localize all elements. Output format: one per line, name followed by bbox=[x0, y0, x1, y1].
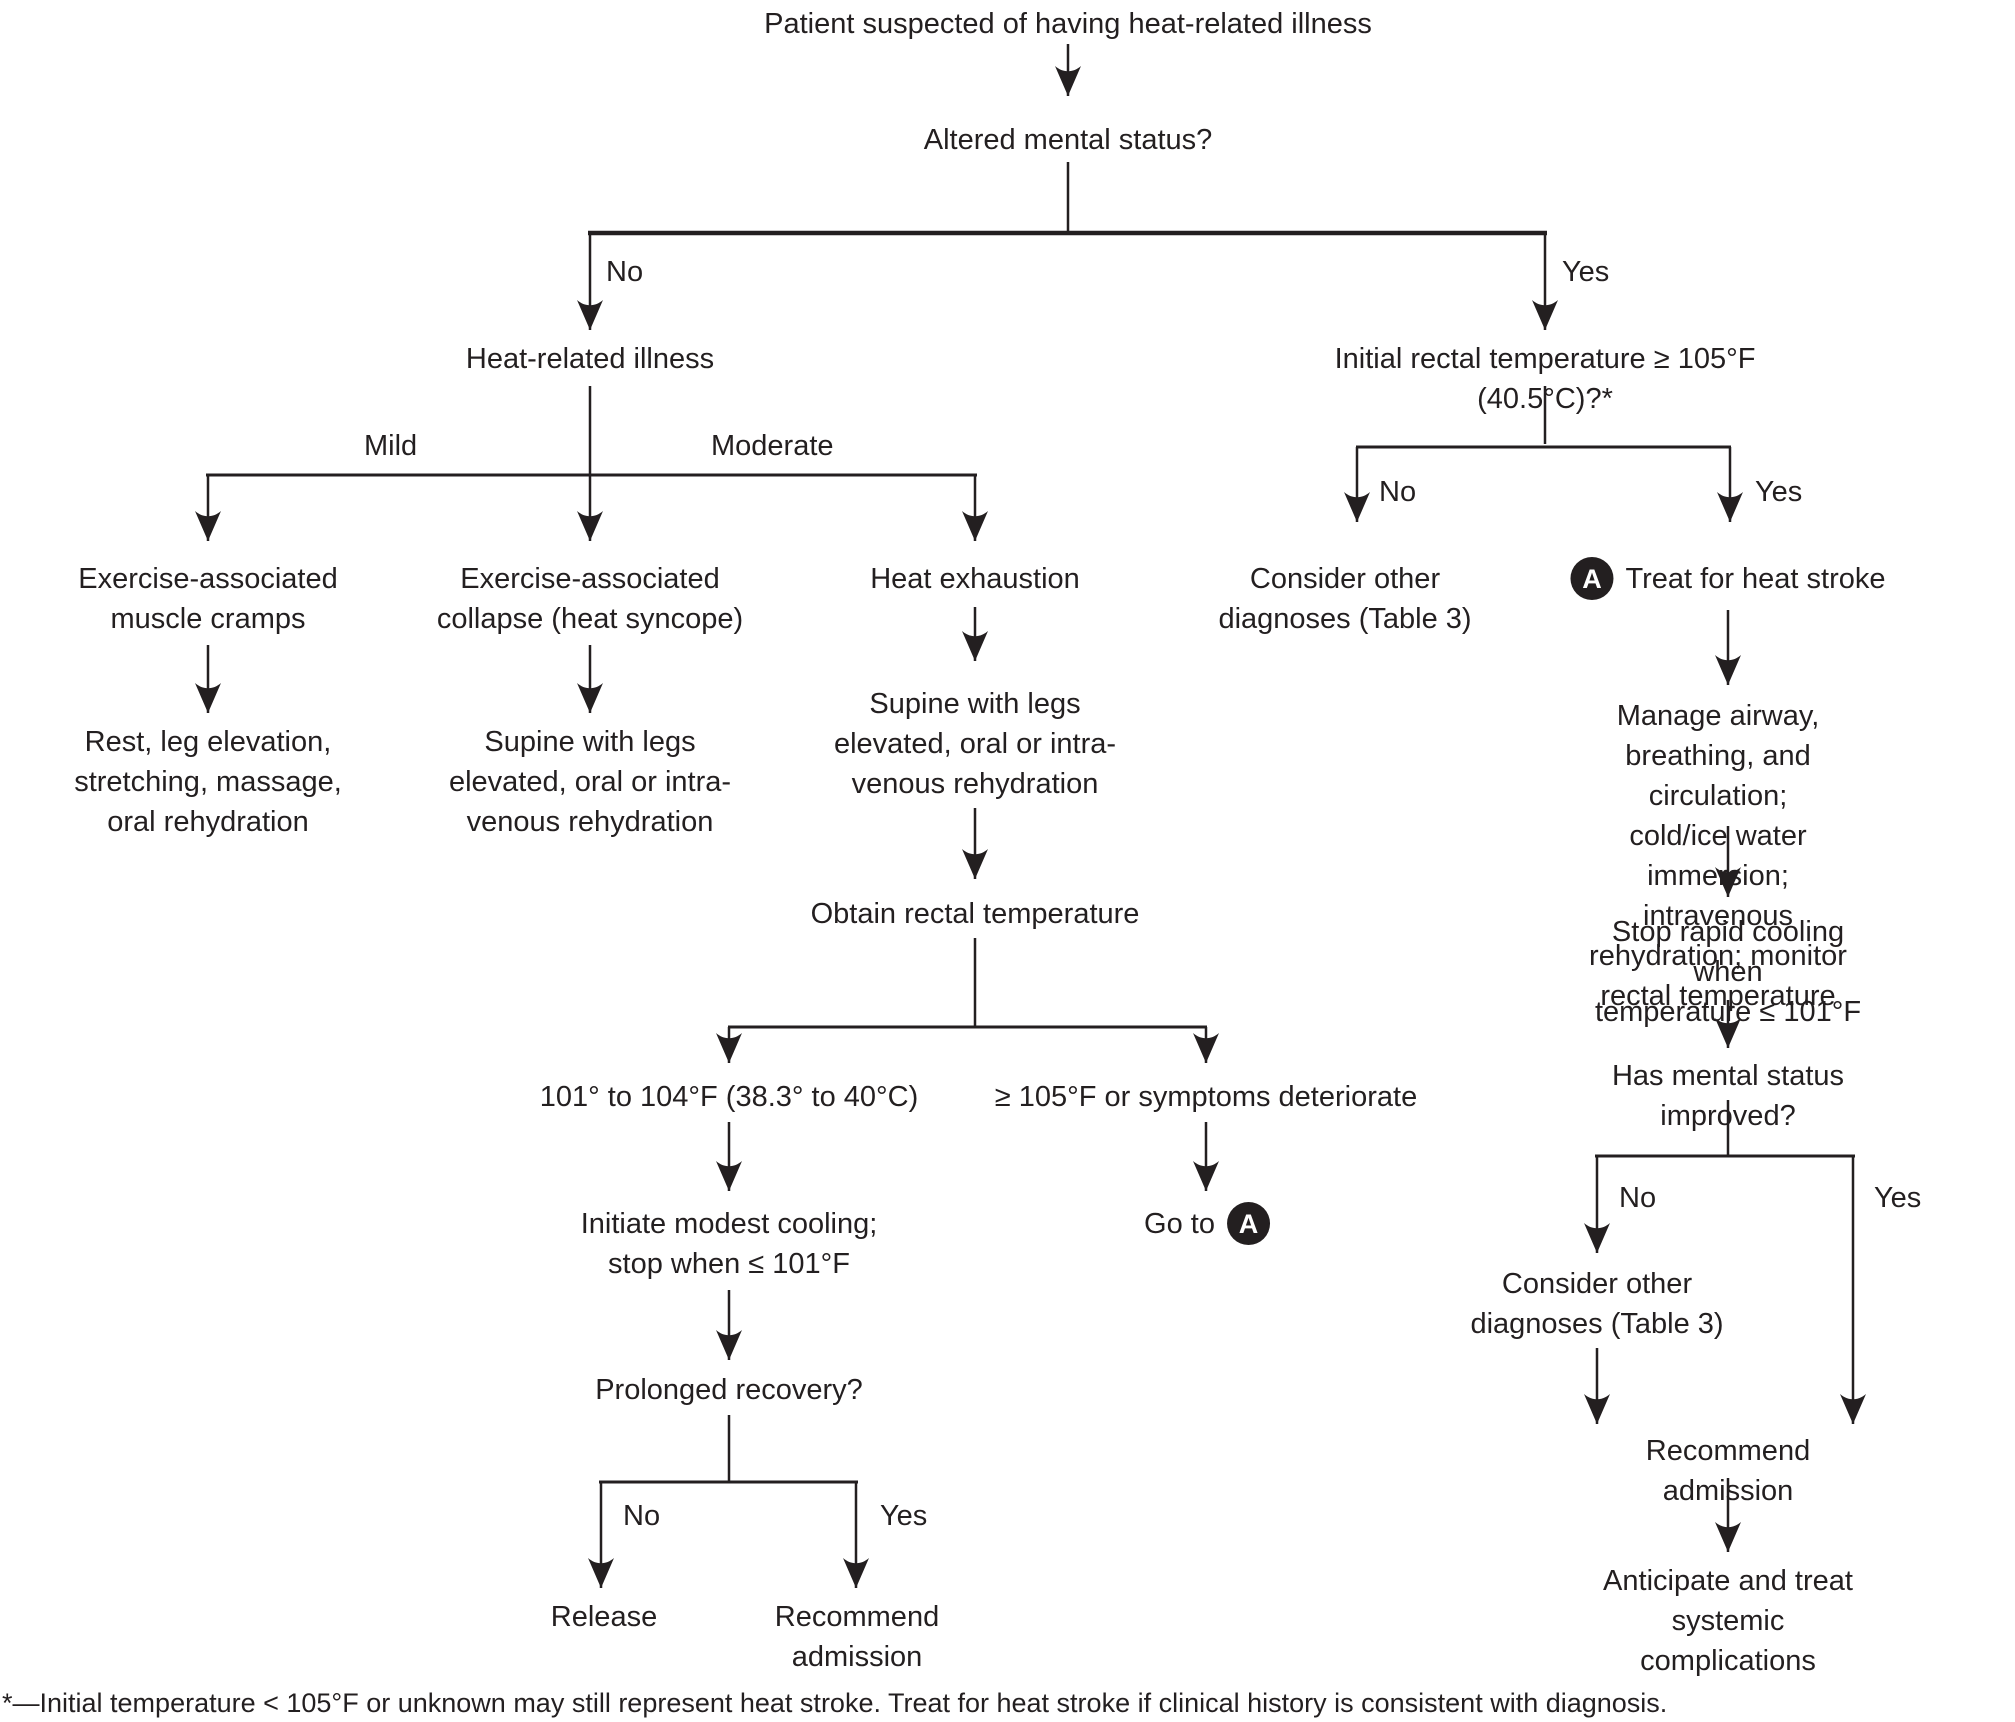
node-consider-other-diagnoses-top: Consider other diagnoses (Table 3) bbox=[1218, 563, 1472, 635]
treat-heat-stroke-label: Treat for heat stroke bbox=[1625, 562, 1886, 595]
node-heat-exhaustion-treatment: Supine with legs elevated, oral or intra… bbox=[833, 688, 1117, 800]
node-consider-other-diagnoses-bottom: Consider other diagnoses (Table 3) bbox=[1470, 1268, 1724, 1340]
node-recommend-admission-right: Recommend admission bbox=[1645, 1435, 1811, 1507]
node-recommend-admission-left: Recommend admission bbox=[774, 1601, 940, 1673]
label-yes-prolonged: Yes bbox=[880, 1500, 928, 1532]
node-initiate-modest-cooling: Initiate modest cooling; stop when ≤ 101… bbox=[580, 1208, 878, 1280]
node-manage-airway: Manage airway, breathing, and circulatio… bbox=[1589, 700, 1847, 1012]
node-patient-suspected: Patient suspected of having heat-related… bbox=[764, 8, 1372, 40]
label-moderate: Moderate bbox=[711, 430, 834, 462]
label-yes-mental-improved: Yes bbox=[1874, 1182, 1922, 1214]
node-altered-mental-status: Altered mental status? bbox=[923, 124, 1213, 156]
node-anticipate-complications: Anticipate and treat systemic complicati… bbox=[1603, 1565, 1853, 1677]
label-no-altered-mental: No bbox=[606, 256, 644, 288]
node-heat-related-illness: Heat-related illness bbox=[465, 343, 715, 375]
node-stop-rapid-cooling: Stop rapid cooling when temperature ≤ 10… bbox=[1594, 916, 1862, 1028]
label-mild: Mild bbox=[364, 430, 418, 462]
node-prolonged-recovery: Prolonged recovery? bbox=[595, 1374, 863, 1406]
label-no-mental-improved: No bbox=[1619, 1182, 1657, 1214]
node-initial-rectal-temperature: Initial rectal temperature ≥ 105°F (40.5… bbox=[1334, 343, 1756, 415]
node-temp-101-104: 101° to 104°F (38.3° to 40°C) bbox=[539, 1081, 919, 1113]
anchor-a-badge: A bbox=[1570, 557, 1614, 600]
go-to-label: Go to bbox=[1144, 1207, 1215, 1240]
label-no-prolonged: No bbox=[623, 1500, 661, 1532]
node-heat-exhaustion: Heat exhaustion bbox=[870, 563, 1080, 595]
node-collapse-treatment: Supine with legs elevated, oral or intra… bbox=[448, 726, 732, 838]
node-go-to-a: Go to A bbox=[1144, 1202, 1270, 1245]
node-muscle-cramps-treatment: Rest, leg elevation, stretching, massage… bbox=[74, 726, 342, 838]
node-mental-status-improved: Has mental status improved? bbox=[1611, 1060, 1845, 1132]
node-obtain-rectal-temperature: Obtain rectal temperature bbox=[810, 898, 1140, 930]
footnote: *—Initial temperature < 105°F or unknown… bbox=[2, 1688, 1668, 1718]
node-exercise-collapse: Exercise-associated collapse (heat synco… bbox=[436, 563, 744, 635]
label-yes-rectal-temp: Yes bbox=[1755, 476, 1803, 508]
node-temp-105-deteriorate: ≥ 105°F or symptoms deteriorate bbox=[994, 1081, 1418, 1113]
anchor-a-badge-goto: A bbox=[1226, 1202, 1270, 1245]
label-yes-altered-mental: Yes bbox=[1562, 256, 1610, 288]
node-release: Release bbox=[550, 1601, 658, 1633]
node-exercise-muscle-cramps: Exercise-associated muscle cramps bbox=[78, 563, 338, 635]
node-treat-heat-stroke: A Treat for heat stroke bbox=[1570, 557, 1886, 600]
label-no-rectal-temp: No bbox=[1379, 476, 1417, 508]
